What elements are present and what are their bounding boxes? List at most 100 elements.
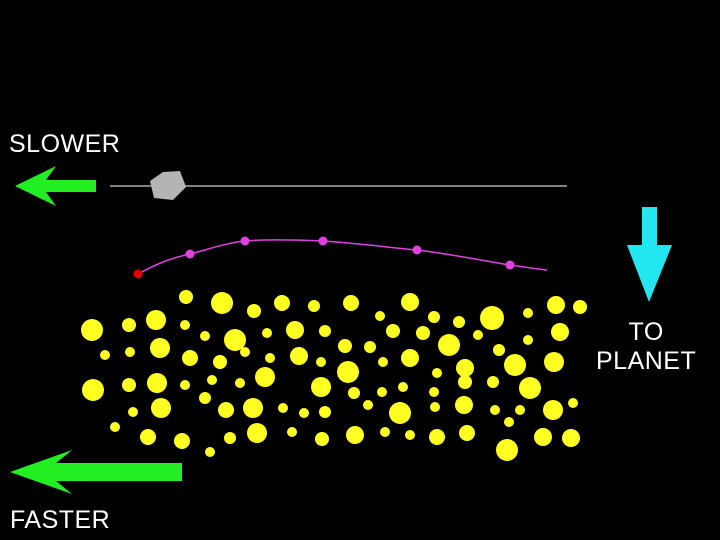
trajectory-points — [186, 237, 515, 270]
particle — [308, 300, 320, 312]
particle — [211, 292, 233, 314]
particle — [523, 308, 533, 318]
particle — [290, 347, 308, 365]
particle — [147, 373, 167, 393]
particle — [140, 429, 156, 445]
particle — [151, 398, 171, 418]
particle — [523, 335, 533, 345]
particle — [568, 398, 578, 408]
particle — [416, 326, 430, 340]
particle — [428, 311, 440, 323]
particle — [265, 353, 275, 363]
particle — [534, 428, 552, 446]
particle — [480, 306, 504, 330]
particle — [398, 382, 408, 392]
particle — [473, 330, 483, 340]
to-planet-label-line1: TO — [596, 318, 696, 347]
particle — [490, 405, 500, 415]
particle — [319, 406, 331, 418]
particle — [377, 387, 387, 397]
particle — [562, 429, 580, 447]
particle — [100, 350, 110, 360]
particle — [429, 429, 445, 445]
particle — [278, 403, 288, 413]
to-planet-label: TO PLANET — [596, 318, 696, 376]
particle — [240, 347, 250, 357]
particle — [311, 377, 331, 397]
particle — [338, 339, 352, 353]
particle — [456, 359, 474, 377]
particle — [319, 325, 331, 337]
particle — [455, 396, 473, 414]
particle — [375, 311, 385, 321]
particle — [82, 379, 104, 401]
particle — [458, 375, 472, 389]
particle — [386, 324, 400, 338]
particle — [551, 323, 569, 341]
particle — [432, 368, 442, 378]
particle — [207, 375, 217, 385]
particle — [430, 402, 440, 412]
particle — [110, 422, 120, 432]
particle — [146, 310, 166, 330]
particle — [262, 328, 272, 338]
particle — [389, 402, 411, 424]
particle — [380, 427, 390, 437]
trajectory-point — [506, 261, 515, 270]
particle — [504, 417, 514, 427]
particle — [122, 378, 136, 392]
particle — [547, 296, 565, 314]
particle — [429, 387, 439, 397]
particle — [346, 426, 364, 444]
trajectory-point — [413, 246, 422, 255]
particle — [363, 400, 373, 410]
particle — [182, 350, 198, 366]
slower-arrow-icon — [15, 166, 96, 206]
particle — [180, 380, 190, 390]
particle — [274, 295, 290, 311]
particle — [316, 357, 326, 367]
particle — [205, 447, 215, 457]
particle — [364, 341, 376, 353]
particle — [315, 432, 329, 446]
particle — [218, 402, 234, 418]
particle — [243, 398, 263, 418]
particle — [543, 400, 563, 420]
particle — [504, 354, 526, 376]
particle — [200, 331, 210, 341]
trajectory-point — [186, 250, 195, 259]
particle — [287, 427, 297, 437]
particle — [519, 377, 541, 399]
particle — [81, 319, 103, 341]
to-planet-label-line2: PLANET — [596, 347, 696, 376]
trajectory-point — [319, 237, 328, 246]
particle — [299, 408, 309, 418]
particle — [125, 347, 135, 357]
particle — [286, 321, 304, 339]
rock-icon — [150, 171, 186, 200]
trajectory-curve — [138, 240, 547, 274]
particle — [122, 318, 136, 332]
faster-arrow-icon — [10, 450, 182, 494]
particle — [459, 425, 475, 441]
particle — [343, 295, 359, 311]
particle — [348, 387, 360, 399]
to-planet-arrow-icon — [627, 207, 672, 302]
particle — [487, 376, 499, 388]
particle — [573, 300, 587, 314]
particle — [453, 316, 465, 328]
particle — [378, 357, 388, 367]
particle — [174, 433, 190, 449]
particle — [180, 320, 190, 330]
trajectory-point — [241, 237, 250, 246]
particle — [213, 355, 227, 369]
faster-label: FASTER — [10, 508, 110, 533]
particle — [255, 367, 275, 387]
particle — [405, 430, 415, 440]
particle-field — [81, 290, 587, 461]
particle — [544, 352, 564, 372]
particle — [496, 439, 518, 461]
particle — [150, 338, 170, 358]
